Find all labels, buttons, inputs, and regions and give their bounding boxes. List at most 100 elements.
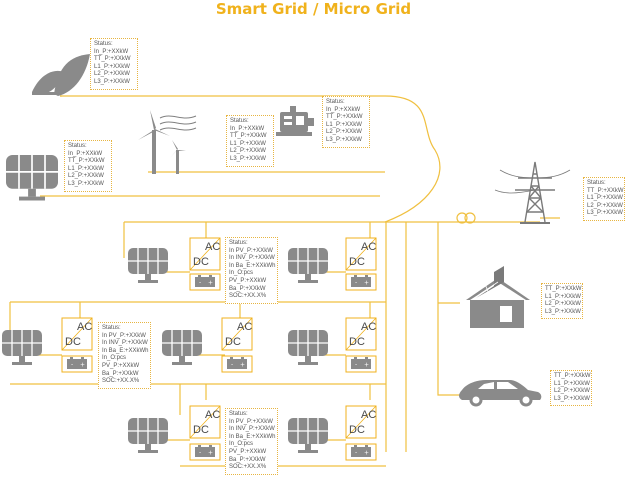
status-line: In_O:pcs xyxy=(102,355,127,362)
status-line: L3_P:+XXkW xyxy=(326,136,362,143)
status-line: L2_P:+XXkW xyxy=(554,388,590,395)
generator-icon xyxy=(276,106,314,136)
status-line: L1_P:+XXkW xyxy=(68,165,104,172)
status-line: TT_P:+XXkW xyxy=(326,114,363,121)
status-line: PV_P:+XXkW xyxy=(102,362,140,369)
status-line: In_P:+XXkW xyxy=(68,150,103,157)
status-line: L3_P:+XXkW xyxy=(587,210,623,217)
status-line: In INV_P:+XXkW xyxy=(102,340,148,347)
status-line: In PV_P:+XXkW xyxy=(102,332,146,339)
status-line: L3_P:+XXkW xyxy=(230,155,266,162)
status-line: TT_P:+XXkW xyxy=(554,373,591,379)
status-line: TT_P:+XXkW xyxy=(94,56,131,63)
battery-icon xyxy=(189,443,221,461)
wind-turbine-icon xyxy=(138,110,197,174)
inverter-icon xyxy=(61,317,93,351)
status-line: In Ba_E:+XXkWh xyxy=(229,262,276,269)
diagram-title: Smart Grid / Micro Grid xyxy=(215,0,412,18)
solar-panel-icon xyxy=(127,247,169,284)
leaf-icon xyxy=(32,54,90,96)
battery-icon xyxy=(61,355,93,373)
status-line: Status: xyxy=(230,118,249,124)
status-line: In INV_P:+XXkW xyxy=(229,426,275,433)
status-line: PV_P:+XXkW xyxy=(229,277,267,284)
status-line: In PV_P:+XXkW xyxy=(229,418,273,425)
inverter-icon xyxy=(345,405,377,439)
status-line: TT_P:+XXkW xyxy=(587,187,624,194)
transformer-icon xyxy=(456,212,468,224)
house-icon xyxy=(466,266,530,328)
battery-icon xyxy=(345,355,377,373)
inverter-icon xyxy=(189,237,221,271)
status-line: Status: xyxy=(229,411,248,417)
solar-panel-icon xyxy=(161,329,203,366)
status-line: L1_P:+XXkW xyxy=(326,121,362,128)
status-line: TT_P:+XXkW xyxy=(545,286,582,292)
status-line: In_O:pcs xyxy=(229,441,254,448)
status-line: Ba_P:+XXkW xyxy=(102,370,139,377)
status-line: Ba_P:+XXkW xyxy=(229,456,266,463)
status-line: TT_P:+XXkW xyxy=(230,133,267,140)
car-icon xyxy=(459,380,542,407)
inverter-icon xyxy=(221,317,253,351)
status-line: PV_P:+XXkW xyxy=(229,448,267,455)
status-line: L2_P:+XXkW xyxy=(545,301,581,308)
transmission-tower-icon xyxy=(494,161,571,224)
status-line: In PV_P:+XXkW xyxy=(229,247,273,254)
status-line: L2_P:+XXkW xyxy=(230,148,266,155)
status-line: Status: xyxy=(102,325,121,331)
status-line: SOC:+XX.X% xyxy=(229,464,267,471)
solar-panel-icon xyxy=(287,329,329,366)
status-line: L1_P:+XXkW xyxy=(554,380,590,387)
status-line: Ba_P:+XXkW xyxy=(229,285,266,292)
battery-icon xyxy=(345,273,377,291)
status-line: In_P:+XXkW xyxy=(326,106,361,113)
status-line: L3_P:+XXkW xyxy=(94,78,130,85)
status-line: In_O:pcs xyxy=(229,270,254,277)
status-line: In INV_P:+XXkW xyxy=(229,255,275,262)
status-line: L2_P:+XXkW xyxy=(94,71,130,78)
status-line: TT_P:+XXkW xyxy=(68,158,105,165)
status-line: In Ba_E:+XXkWh xyxy=(102,347,149,354)
status-line: Status: xyxy=(68,143,87,149)
status-line: In Ba_E:+XXkWh xyxy=(229,433,276,440)
bus-arc xyxy=(384,95,441,223)
status-line: L2_P:+XXkW xyxy=(326,129,362,136)
battery-icon xyxy=(345,443,377,461)
status-line: L3_P:+XXkW xyxy=(68,180,104,187)
status-line: In_P:+XXkW xyxy=(94,48,129,55)
status-line: L3_P:+XXkW xyxy=(554,395,590,402)
inverter-icon xyxy=(345,237,377,271)
battery-icon xyxy=(189,273,221,291)
inverter-icon xyxy=(189,405,221,439)
status-line: L2_P:+XXkW xyxy=(587,202,623,209)
status-line: L1_P:+XXkW xyxy=(587,195,623,202)
status-line: In_P:+XXkW xyxy=(230,125,265,132)
solar-panel-icon xyxy=(1,329,43,366)
battery-icon xyxy=(221,355,253,373)
status-line: Status: xyxy=(587,180,606,186)
status-line: SOC:+XX.X% xyxy=(102,378,140,385)
status-line: Status: xyxy=(94,41,113,47)
status-line: L1_P:+XXkW xyxy=(94,63,130,70)
status-line: L1_P:+XXkW xyxy=(545,293,581,300)
status-line: L2_P:+XXkW xyxy=(68,173,104,180)
solar-panel-icon xyxy=(5,154,59,202)
solar-panel-icon xyxy=(287,247,329,284)
status-line: SOC:+XX.X% xyxy=(229,293,267,300)
inverter-icon xyxy=(345,317,377,351)
status-line: L1_P:+XXkW xyxy=(230,140,266,147)
